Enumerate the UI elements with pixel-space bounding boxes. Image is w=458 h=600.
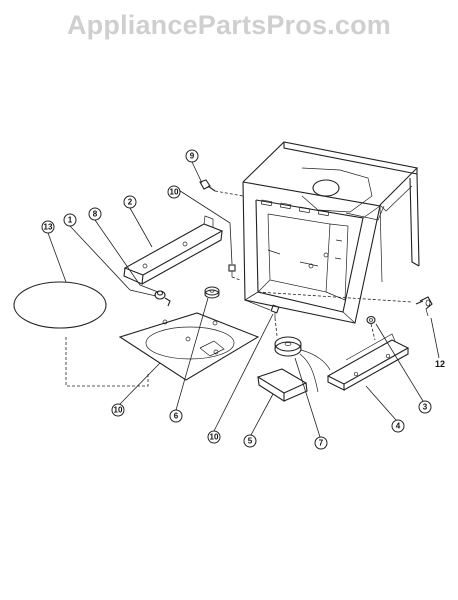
callout-6: 6	[169, 409, 183, 423]
part-12-latch	[415, 296, 433, 317]
part-1-coupler	[154, 290, 171, 307]
part-4-rail-bracket	[326, 333, 410, 391]
part-6-gear	[204, 286, 220, 299]
callout-6-label: 6	[174, 412, 179, 421]
part-13-glass-tray	[13, 281, 107, 329]
callout-3: 3	[418, 400, 432, 414]
callout-10-upper: 10	[167, 185, 181, 199]
leader-lines	[47, 161, 440, 438]
callout-10-upper-label: 10	[170, 188, 179, 197]
callout-10-lower: 10	[207, 430, 221, 444]
callout-4: 4	[391, 419, 405, 433]
callout-9-label: 9	[190, 152, 195, 161]
callout-10-lower-label: 10	[210, 433, 219, 442]
callout-9: 9	[185, 149, 199, 163]
part-2-bracket	[123, 215, 224, 285]
callout-7: 7	[314, 436, 328, 450]
assembly-lines	[65, 190, 413, 387]
callout-13: 13	[41, 220, 55, 234]
callout-13-label: 13	[44, 223, 53, 232]
callout-3-label: 3	[423, 403, 428, 412]
callout-11-label: 10	[114, 406, 123, 415]
part-5-box	[256, 368, 308, 403]
callout-8-label: 8	[93, 210, 98, 219]
part-10-upper-clip	[228, 264, 236, 277]
site-watermark: AppliancePartsPros.com	[66, 10, 391, 40]
callout-2-label: 2	[128, 198, 133, 207]
callout-8: 8	[88, 207, 102, 221]
callout-12-label: 12	[435, 359, 445, 369]
cavity-housing	[242, 141, 420, 324]
callout-11: 10	[111, 403, 125, 417]
part-11-bottom-plate	[118, 312, 260, 381]
callout-7-label: 7	[319, 439, 324, 448]
part-10-lower-fastener	[270, 304, 280, 318]
callout-2: 2	[123, 195, 137, 209]
callout-5-label: 5	[248, 437, 253, 446]
callout-1-label: 1	[68, 216, 73, 225]
part-7-motor	[274, 336, 331, 393]
callout-5: 5	[243, 434, 257, 448]
part-9-screw	[199, 179, 216, 192]
callout-4-label: 4	[396, 422, 401, 431]
part-3-nut	[366, 315, 376, 325]
callout-1: 1	[63, 213, 77, 227]
callout-12: 12	[435, 359, 445, 369]
